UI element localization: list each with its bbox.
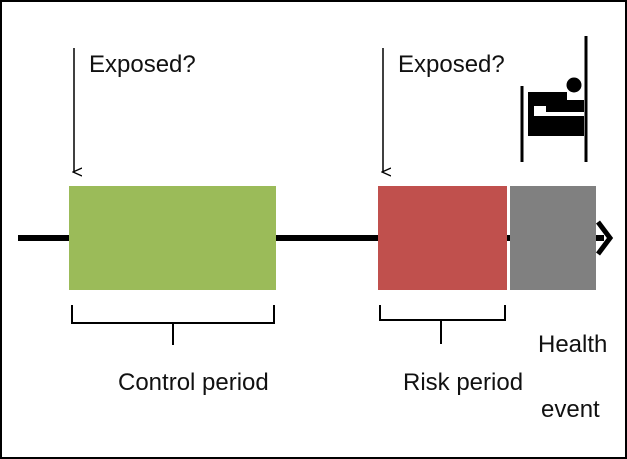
risk-period-label: Risk period [403, 369, 523, 396]
risk-period-bracket [379, 305, 506, 344]
health-event-box [510, 186, 596, 290]
exposed-label-risk: Exposed? [398, 51, 505, 78]
person-in-bed-icon [528, 77, 584, 136]
health-event-label-line2: event [541, 396, 600, 423]
risk-period-box [378, 186, 507, 290]
timeline-arrowhead [596, 220, 614, 256]
control-period-box [69, 186, 276, 290]
health-event-label-line1: Health [538, 331, 607, 358]
exposed-label-control: Exposed? [89, 51, 196, 78]
control-period-bracket [71, 305, 275, 345]
control-period-label: Control period [118, 369, 269, 396]
